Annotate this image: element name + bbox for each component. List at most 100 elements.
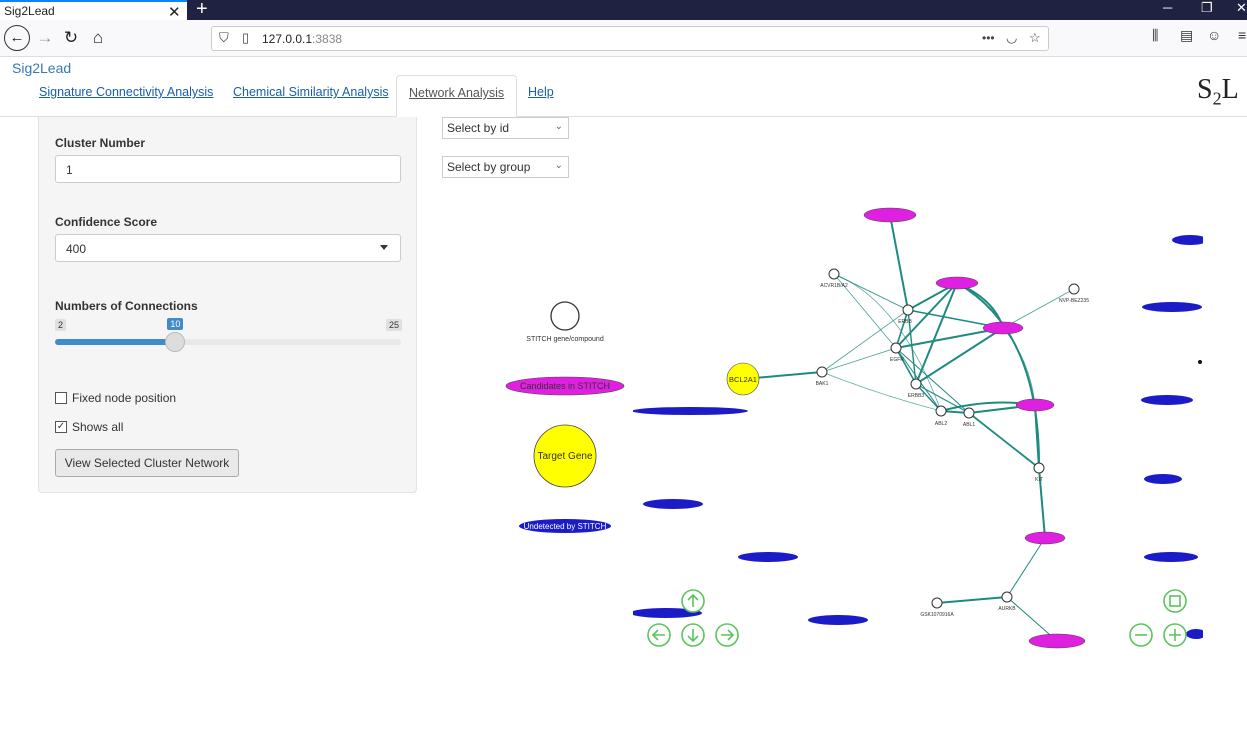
network-node[interactable] <box>931 597 943 609</box>
sidebar-icon[interactable]: ▤ <box>1180 27 1194 43</box>
menu-icon[interactable]: ≡ <box>1238 27 1247 43</box>
control-panel: Cluster Number 1 Confidence Score 400 Nu… <box>38 117 417 493</box>
restore-icon[interactable]: ❐ <box>1201 0 1213 15</box>
network-node[interactable] <box>632 407 748 415</box>
new-tab-icon[interactable]: + <box>196 0 208 20</box>
legend-undetected-node <box>519 519 611 533</box>
tab-help[interactable]: Help <box>528 85 554 99</box>
network-node[interactable] <box>828 268 840 280</box>
network-node[interactable] <box>890 342 902 354</box>
network-node[interactable] <box>1142 302 1202 312</box>
window-close-icon[interactable]: ✕ <box>1236 0 1247 15</box>
network-node[interactable] <box>1028 633 1086 649</box>
network-node[interactable] <box>808 615 868 625</box>
slider-handle[interactable] <box>165 332 186 352</box>
select-by-group[interactable]: Select by group ⌄ <box>442 156 569 178</box>
network-node[interactable] <box>630 608 702 618</box>
zoom-in-icon[interactable] <box>1163 623 1187 647</box>
edge <box>1034 404 1040 469</box>
fixed-position-checkbox[interactable] <box>55 392 67 404</box>
node-label: AURKB <box>998 606 1016 612</box>
edge <box>895 309 909 349</box>
fit-view-icon[interactable] <box>1163 589 1187 613</box>
network-node[interactable] <box>982 321 1024 335</box>
edge <box>936 596 1008 604</box>
url-bar[interactable]: ⛉ ▯ 127.0.0.1:3838 ••• ◡ ☆ <box>211 26 1049 51</box>
tab-network-analysis[interactable]: Network Analysis <box>396 75 518 117</box>
node-label: EGFR <box>890 357 904 363</box>
pan-left-icon[interactable] <box>647 623 671 647</box>
home-icon[interactable]: ⌂ <box>92 28 104 47</box>
logo-letter-s: S <box>1197 74 1213 105</box>
pan-right-icon[interactable] <box>715 623 739 647</box>
tab-chemical-similarity[interactable]: Chemical Similarity Analysis <box>233 85 389 99</box>
network-node[interactable] <box>738 552 798 562</box>
network-node[interactable] <box>935 405 947 417</box>
node-label: ERBB3 <box>908 393 925 399</box>
stitch-nodes <box>816 268 1080 609</box>
network-node[interactable] <box>1141 395 1193 405</box>
chevron-down-icon: ⌄ <box>554 121 563 132</box>
chevron-down-icon: ⌄ <box>554 160 563 171</box>
app-title: Sig2Lead <box>12 60 72 76</box>
bookmark-star-icon[interactable]: ☆ <box>1029 30 1041 45</box>
edge <box>1002 288 1075 329</box>
slider-track[interactable] <box>55 339 401 345</box>
network-node[interactable] <box>1198 360 1202 364</box>
logo-number: 2 <box>1212 88 1222 109</box>
network-node[interactable] <box>1024 531 1066 545</box>
reload-icon[interactable]: ↻ <box>63 28 79 47</box>
page-actions-icon[interactable]: ••• <box>982 31 995 45</box>
back-arrow-icon[interactable]: ← <box>4 25 30 51</box>
network-node[interactable] <box>863 207 917 223</box>
shield-icon[interactable]: ⛉ <box>219 30 229 45</box>
network-node[interactable] <box>1144 474 1182 484</box>
network-node[interactable] <box>816 366 828 378</box>
minimize-icon[interactable]: ─ <box>1163 0 1173 15</box>
cluster-number-input[interactable]: 1 <box>55 155 401 183</box>
shows-all-checkbox[interactable]: ✓ <box>55 421 67 433</box>
pan-up-icon[interactable] <box>681 589 705 613</box>
network-node[interactable] <box>1001 591 1013 603</box>
browser-tab[interactable]: Sig2Lead ✕ <box>0 0 187 21</box>
pan-down-icon[interactable] <box>681 623 705 647</box>
edge <box>915 327 1004 385</box>
fixed-position-label: Fixed node position <box>72 391 177 405</box>
legend-target-label: Target Gene <box>537 451 592 462</box>
caret-down-icon <box>380 245 388 250</box>
library-icon[interactable]: ⫼ <box>1152 27 1159 43</box>
edge <box>907 309 917 385</box>
network-node[interactable] <box>1015 398 1055 412</box>
legend-candidates-node <box>505 376 625 396</box>
pocket-icon[interactable]: ◡ <box>1006 30 1018 45</box>
confidence-score-select[interactable]: 400 <box>55 234 401 262</box>
network-node[interactable] <box>1186 629 1206 639</box>
legend: STITCH gene/compound Candidates in STITC… <box>505 301 625 533</box>
slider-value: 10 <box>167 318 184 330</box>
network-node[interactable] <box>1033 462 1045 474</box>
select-by-id[interactable]: Select by id ⌄ <box>442 117 569 139</box>
url-text[interactable]: 127.0.0.1:3838 <box>262 32 342 46</box>
network-node[interactable] <box>1144 552 1198 562</box>
network-node[interactable] <box>935 276 979 290</box>
node-label: BCL2A1 <box>729 375 757 384</box>
legend-stitch-label: STITCH gene/compound <box>526 336 604 343</box>
network-node[interactable] <box>963 407 975 419</box>
forward-arrow-icon[interactable]: → <box>36 28 54 47</box>
zoom-out-icon[interactable] <box>1129 623 1153 647</box>
cluster-number-label: Cluster Number <box>55 136 146 150</box>
account-icon[interactable]: ☺ <box>1207 27 1222 43</box>
tab-signature-connectivity[interactable]: Signature Connectivity Analysis <box>39 85 214 99</box>
logo-letter-l: L <box>1221 74 1239 105</box>
view-cluster-button[interactable]: View Selected Cluster Network <box>55 449 239 477</box>
close-tab-icon[interactable]: ✕ <box>168 4 181 21</box>
network-node[interactable] <box>910 378 922 390</box>
network-node[interactable] <box>643 499 703 509</box>
legend-target-node <box>533 424 597 488</box>
network-node[interactable] <box>1172 235 1208 245</box>
network-node[interactable] <box>902 304 914 316</box>
edge <box>833 273 897 349</box>
network-node[interactable] <box>1068 283 1080 295</box>
target-node[interactable] <box>726 362 760 396</box>
